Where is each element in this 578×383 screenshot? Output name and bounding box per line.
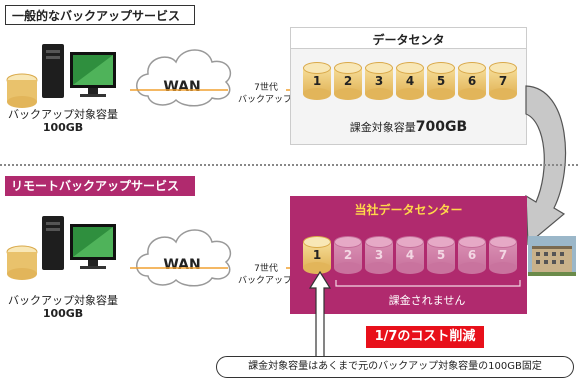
top-section-title: 一般的なバックアップサービス [5,5,195,25]
computer-icon [6,216,116,280]
bottom-source-computer [0,212,140,322]
top-wan-label: WAN [163,79,201,95]
top-cylinder-3: 3 [365,62,393,100]
top-generations-2: バックアップ [237,95,292,105]
not-billed-label: 課金されません [388,294,466,307]
cost-reduction-badge: 1/7のコスト削減 [366,326,484,348]
building-icon [528,236,576,276]
bottom-section-title: リモートバックアップサービス [5,176,195,196]
top-source-computer [0,40,140,150]
bottom-generations-1: 7世代 [254,264,278,274]
top-billing-prefix: 課金対象容量 [349,121,416,134]
bottom-wan-label: WAN [163,257,201,273]
up-arrow-icon [308,270,332,365]
top-cylinder-7: 7 [489,62,517,100]
section-divider [0,164,578,166]
bottom-cylinder-3: 3 [365,236,393,274]
computer-icon [6,44,116,108]
top-billing: 課金対象容量700GB [290,116,527,135]
top-datacenter-header [290,27,527,49]
bottom-cylinder-6: 6 [458,236,486,274]
bottom-wan-cloud-icon [136,229,232,287]
bottom-cylinder-5: 5 [427,236,455,274]
billing-note: 課金対象容量はあくまで元のバックアップ対象容量の100GB固定 [216,356,574,378]
bottom-cylinder-2: 2 [334,236,362,274]
top-source-label: バックアップ対象容量 [8,108,118,121]
bottom-generations-2: バックアップ [237,276,292,286]
top-cylinder-2: 2 [334,62,362,100]
bottom-source-size: 100GB [42,307,84,320]
bottom-source-label: バックアップ対象容量 [8,294,118,307]
top-cylinder-4: 4 [396,62,424,100]
bottom-cylinder-7: 7 [489,236,517,274]
top-datacenter-title: データセンタ [372,33,445,47]
top-generations-1: 7世代 [254,83,278,93]
top-source-size: 100GB [42,121,84,134]
top-billing-value: 700GB [415,119,468,135]
top-cylinder-1: 1 [303,62,331,100]
bottom-cylinder-4: 4 [396,236,424,274]
bottom-datacenter-title: 当社データセンター [354,203,463,217]
top-wan-cloud-icon [136,49,232,107]
bottom-cylinder-1: 1 [303,236,331,274]
top-cylinder-6: 6 [458,62,486,100]
not-billed-bracket [335,280,521,287]
top-cylinder-5: 5 [427,62,455,100]
